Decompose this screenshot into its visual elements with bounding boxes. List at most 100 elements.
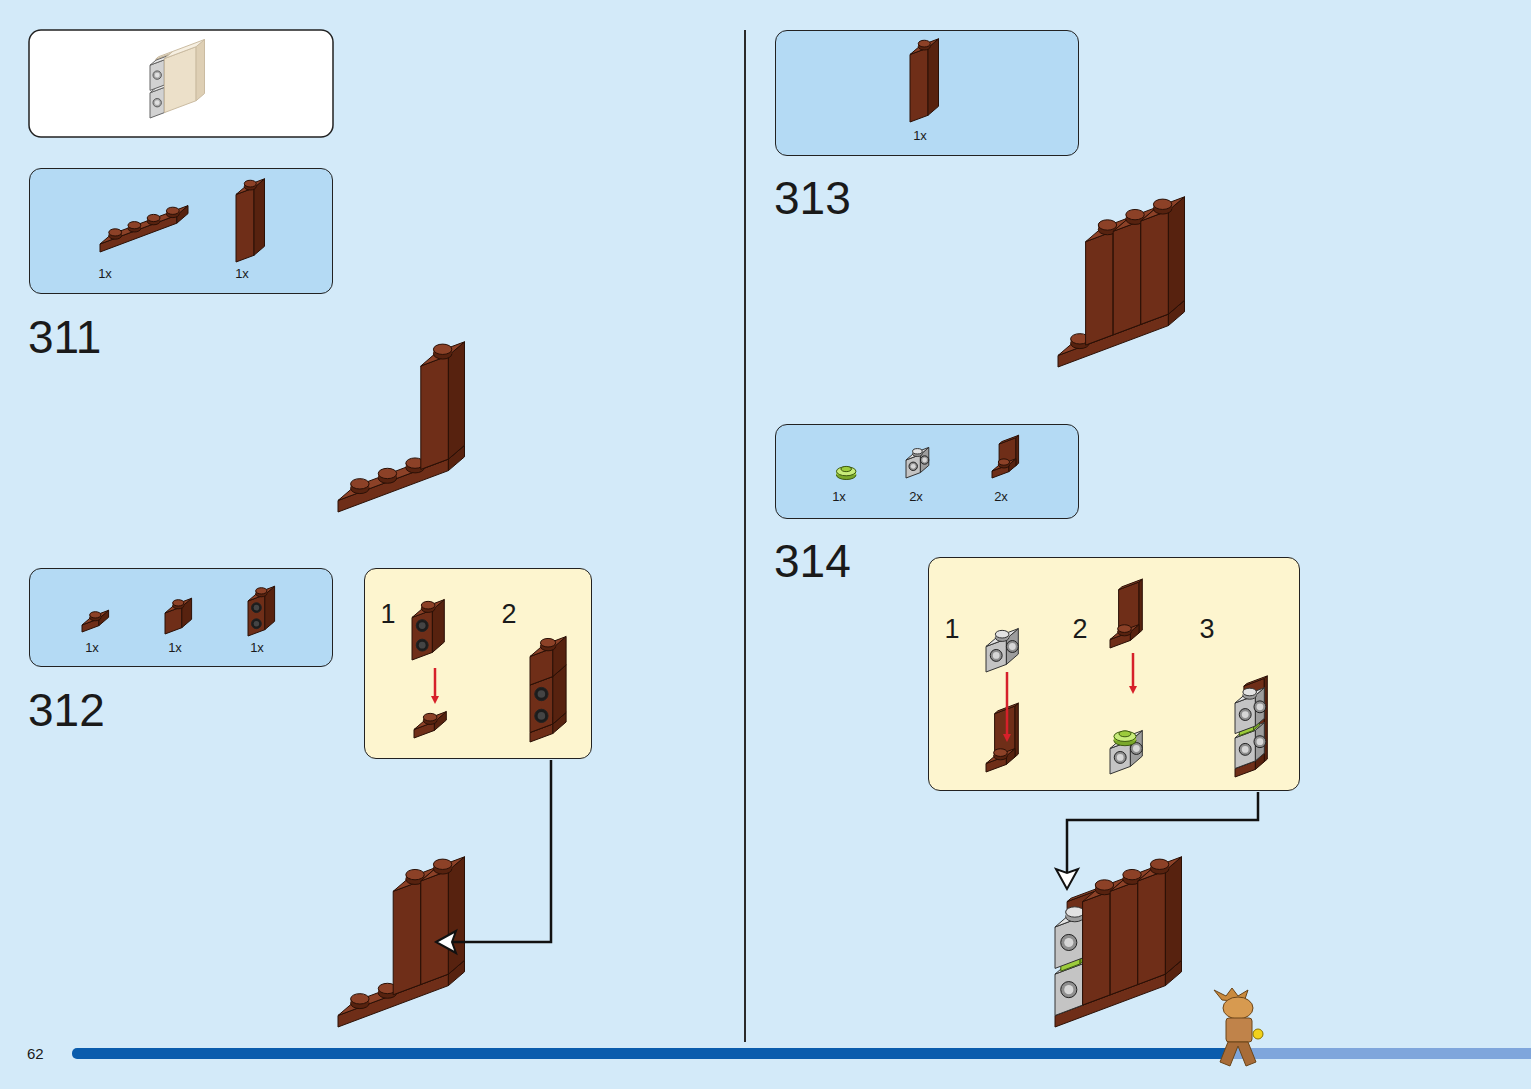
part-quantity: 1x [913,129,927,142]
sub-step-number: 1 [944,616,959,643]
side-stud [1061,982,1077,998]
stud-top [1095,880,1113,890]
side-stud-top [155,73,160,78]
brick-face [421,356,449,470]
parts-list: 1x1x [29,168,333,294]
brick-face [1110,881,1138,995]
side-stud-top [419,622,426,629]
step-311-model [338,342,465,512]
side-stud-top [1242,746,1249,753]
stud-top [995,630,1009,638]
side-stud [1254,736,1266,748]
brick-face [236,188,254,262]
side-stud-top [538,690,546,698]
round-plate-stud [1119,731,1131,737]
stud-top [1150,859,1168,869]
side-stud-top [1257,703,1264,710]
leader-arrowhead [436,931,456,953]
stud-top [433,344,451,354]
step-314-model [1055,857,1182,1027]
brick-top [1138,857,1182,881]
stud-top [351,479,369,489]
brick-face [393,881,421,995]
brick-face [338,459,448,512]
callout-leader [446,760,551,942]
brick-face [421,871,449,985]
side-stud [1254,701,1266,713]
minifig-hand [1253,1029,1263,1039]
callout-leader [1067,792,1258,878]
stud-top [1243,688,1257,696]
side-stud [920,456,928,464]
stud-top [109,229,122,236]
step-313-parts [910,39,939,122]
preview-panel [29,30,333,137]
brick-face [1138,871,1166,985]
brick-top [421,857,465,881]
brick-side [1168,197,1184,314]
brick-face [530,677,553,733]
brick-side [448,342,464,459]
minifig-body [1226,1018,1252,1042]
minifigure [1214,988,1263,1066]
side-stud-top [1257,738,1264,745]
round-plate-stud [841,466,852,471]
side-stud [1006,641,1018,653]
stud-top [994,749,1008,757]
brick-side [196,40,204,101]
step-313-model [1058,197,1185,367]
brick-face [412,610,432,660]
stud-top [173,600,184,606]
leader-arrowhead [1056,869,1078,889]
part-quantity: 1x [85,641,99,654]
stud-top [378,468,396,478]
part-quantity: 1x [832,490,846,503]
step-number: 313 [774,175,851,221]
stud-top [244,180,256,187]
stud-top [128,222,141,229]
stud-top [1123,869,1141,879]
side-stud-top [254,605,260,611]
sub-step-number: 2 [1072,616,1087,643]
side-stud-top [155,100,160,105]
brick-side [928,39,939,116]
brick-face [248,595,265,636]
placement-arrow [1132,653,1135,690]
side-stud [535,687,548,700]
stud-top [256,588,267,594]
part-quantity: 1x [168,641,182,654]
stud-top [1118,625,1132,633]
side-stud-top [911,464,916,469]
side-stud-top [993,652,1000,659]
side-stud-top [1064,985,1073,994]
brick-face [1119,582,1139,641]
parts-list: 1x2x2x [775,424,1079,519]
stud-top [998,459,1009,465]
side-stud [153,99,161,107]
side-stud [909,462,917,470]
progress-bar [72,1048,1232,1059]
sub-step-number: 3 [1199,616,1214,643]
brick-side [1165,857,1181,974]
side-stud [1239,709,1251,721]
side-stud [416,620,428,632]
stud-top [433,859,451,869]
side-stud-top [538,712,546,720]
sub-step-number: 1 [380,601,395,628]
stud-top [1098,220,1116,230]
part-quantity: 2x [994,490,1008,503]
preview-model [150,40,205,119]
side-stud-top [1133,745,1140,752]
side-stud [1239,743,1251,755]
page-divider [744,30,746,1042]
brick-top [1141,197,1185,221]
side-stud-top [922,458,927,463]
side-stud-top [254,621,260,627]
brick-face [995,706,1015,765]
side-stud-top [419,642,426,649]
part-quantity: 1x [98,267,112,280]
brick-face [1083,891,1111,1005]
